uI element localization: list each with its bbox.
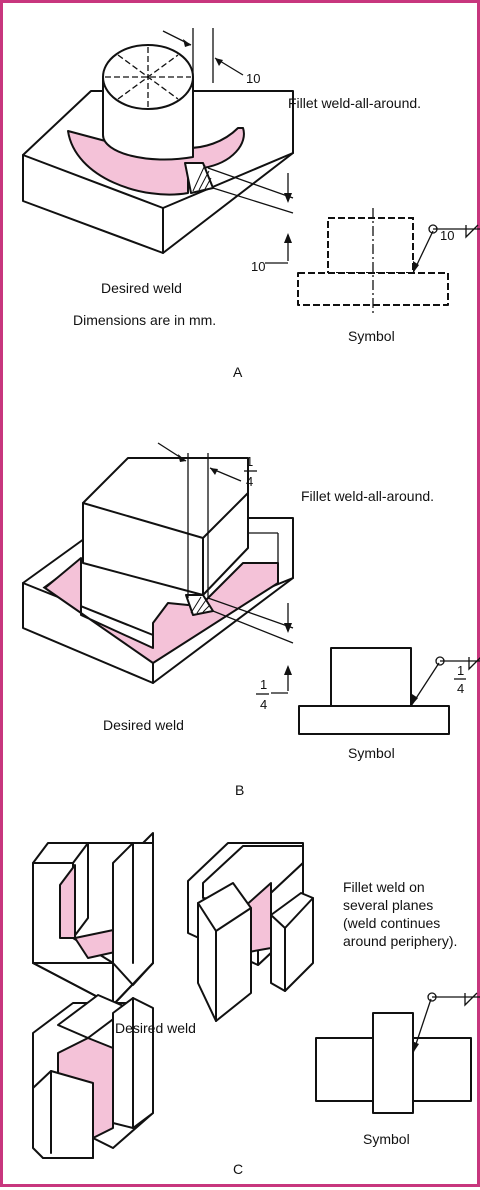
panel-c-part-2 <box>187 842 314 1022</box>
panel-b-pictorial: 1 4 1 4 <box>22 442 294 712</box>
panel-c-title-line-3: (weld continues <box>343 915 440 931</box>
panel-a-symbol-label: Symbol <box>348 328 395 344</box>
symbol-upper-part <box>330 647 412 707</box>
panel-b-symbol-num: 1 <box>457 663 464 678</box>
panel-a-symbol: 10 <box>297 208 480 313</box>
panel-b-symbol-den: 4 <box>457 681 464 696</box>
panel-b-dim-side-den: 4 <box>260 697 267 712</box>
panel-a-dim-top: 10 <box>246 71 260 86</box>
panel-c-title: Fillet weld on several planes (weld cont… <box>343 879 457 949</box>
panel-a-pictorial: 10 10 <box>22 28 294 274</box>
panel-a-title: Fillet weld-all-around. <box>288 95 421 111</box>
panel-a: 10 10 Fillet weld-all-around. 10 Desired… <box>22 28 480 380</box>
panel-c-letter: C <box>233 1161 243 1177</box>
panel-b-title: Fillet weld-all-around. <box>301 488 434 504</box>
panel-a-dim-side: 10 <box>251 259 265 274</box>
panel-c-symbol <box>315 992 480 1114</box>
panel-b-dim-top-den: 4 <box>246 474 253 489</box>
panel-b-dim-top-num: 1 <box>246 454 253 469</box>
panel-a-letter: A <box>233 364 243 380</box>
panel-c-title-line-1: Fillet weld on <box>343 879 425 895</box>
panel-a-desired-weld: Desired weld <box>101 280 182 296</box>
panel-c-part-3 <box>32 994 154 1159</box>
panel-b-letter: B <box>235 782 244 798</box>
panel-c-title-line-4: around periphery). <box>343 933 457 949</box>
weld-area <box>44 557 279 664</box>
symbol-lower-part <box>298 705 450 735</box>
panel-b-symbol: 1 4 <box>298 647 480 735</box>
panel-b: 1 4 1 4 Fillet weld-all-around. 1 4 <box>22 442 480 798</box>
panel-c-title-line-2: several planes <box>343 897 433 913</box>
symbol-upper-part <box>327 217 414 274</box>
weld-figure: 10 10 Fillet weld-all-around. 10 Desired… <box>22 28 480 1177</box>
panel-a-note: Dimensions are in mm. <box>73 312 216 328</box>
panel-c-part-1 <box>32 832 154 1006</box>
panel-b-dim-side-num: 1 <box>260 677 267 692</box>
symbol-cross-part <box>372 1012 414 1114</box>
panel-a-symbol-size: 10 <box>440 228 454 243</box>
panel-c-desired-weld: Desired weld <box>115 1020 196 1036</box>
panel-c-symbol-label: Symbol <box>363 1131 410 1147</box>
panel-c: Fillet weld on several planes (weld cont… <box>32 832 480 1177</box>
panel-b-desired-weld: Desired weld <box>103 717 184 733</box>
panel-b-symbol-label: Symbol <box>348 745 395 761</box>
